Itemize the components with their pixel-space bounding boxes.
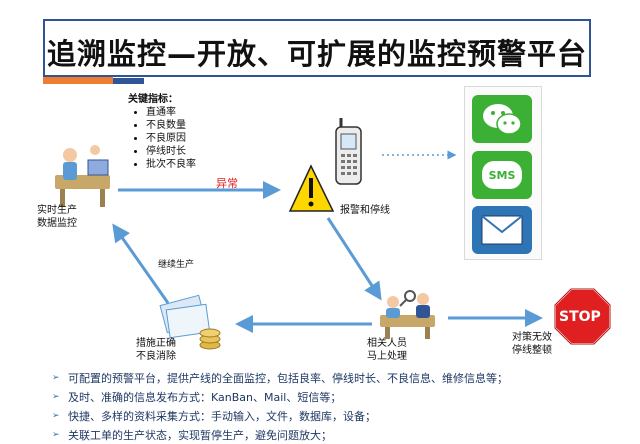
bullet-item: ➢ 及时、准确的信息发布方式：KanBan、Mail、短信等；	[52, 390, 342, 404]
title-accent-blue	[113, 78, 144, 84]
arrow-bullet-icon: ➢	[52, 372, 60, 383]
feature-bullets: ➢ 可配置的预警平台，提供产线的全面监控，包括良率、停线时长、不良信息、维修信息…	[52, 368, 508, 444]
bullet-item: ➢ 可配置的预警平台，提供产线的全面监控，包括良率、停线时长、不良信息、维修信息…	[52, 371, 508, 385]
indicator-item: 批次不良率	[146, 158, 196, 171]
warning-triangle-icon	[288, 164, 335, 212]
stop-rectify-label: 对策无效 停线整顿	[512, 332, 552, 356]
worker-computer-icon	[55, 145, 110, 207]
continue-production-label: 继续生产	[158, 260, 195, 270]
key-indicators: 关键指标： 直通率 不良数量 不良原因 停线时长 批次不良率	[128, 93, 196, 171]
indicator-item: 不良数量	[146, 119, 196, 132]
stop-sign-text: STOP	[559, 309, 601, 325]
indicator-item: 停线时长	[146, 145, 196, 158]
documents-coins-icon	[159, 294, 221, 350]
sms-icon: SMS	[472, 151, 532, 199]
bullet-item: ➢ 快捷、多样的资料采集方式：手动输入，文件，数据库，设备；	[52, 409, 376, 423]
indicator-item: 直通率	[146, 106, 196, 119]
arrow-to-monitor	[112, 223, 170, 304]
abnormal-label: 异常	[216, 177, 238, 190]
indicator-item: 不良原因	[146, 132, 196, 145]
mail-icon	[472, 206, 532, 254]
arrow-bullet-icon: ➢	[52, 391, 60, 402]
mobile-phone-icon	[335, 118, 362, 185]
bullet-item: ➢ 关联工单的生产状态，实现暂停生产，避免问题放大；	[52, 428, 332, 442]
arrow-to-staff	[326, 217, 382, 301]
measures-label: 措施正确 不良消除	[136, 338, 176, 362]
wechat-icon	[472, 95, 532, 143]
stop-sign-icon	[554, 288, 611, 345]
alarm-stop-label: 报警和停线	[340, 205, 390, 216]
staff-label: 相关人员 马上处理	[367, 338, 407, 362]
sms-icon-label: SMS	[488, 168, 516, 182]
arrow-bullet-icon: ➢	[52, 410, 60, 421]
realtime-monitor-label: 实时生产 数据监控	[37, 205, 77, 229]
indicators-heading: 关键指标：	[128, 94, 178, 105]
indicators-list: 直通率 不良数量 不良原因 停线时长 批次不良率	[128, 106, 196, 171]
page-title: 追溯监控—开放、可扩展的监控预警平台	[47, 37, 588, 71]
title-box	[43, 19, 591, 77]
title-accent-orange	[43, 77, 113, 84]
arrow-bullet-icon: ➢	[52, 429, 60, 440]
meeting-people-icon	[380, 290, 435, 339]
